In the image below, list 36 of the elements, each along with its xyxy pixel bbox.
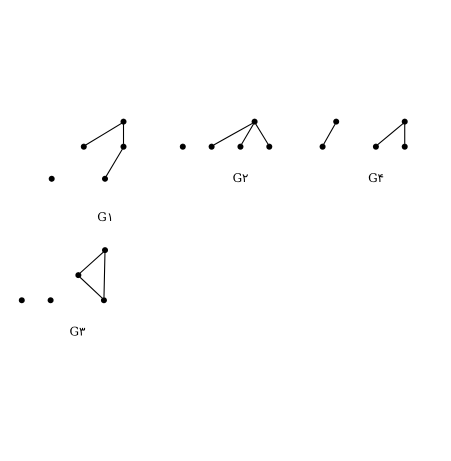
- node-circle: [252, 118, 258, 125]
- node-circle: [320, 144, 326, 150]
- node-circle: [102, 247, 108, 254]
- connector: [378, 123, 404, 145]
- label: G۳: [69, 324, 86, 338]
- connector: [103, 252, 106, 298]
- node-circle: [402, 144, 408, 150]
- node-circle: [120, 118, 127, 125]
- label: G۲: [232, 170, 248, 185]
- node-circle: [120, 144, 127, 150]
- node-circle: [18, 297, 25, 304]
- connector: [323, 124, 336, 144]
- node-circle: [75, 272, 82, 278]
- node-circle: [237, 144, 244, 150]
- node-circle: [80, 144, 87, 150]
- node-circle: [180, 144, 186, 150]
- connector: [80, 277, 102, 298]
- node-circle: [48, 297, 54, 304]
- connector: [106, 148, 123, 176]
- connector: [80, 252, 104, 274]
- node-circle: [372, 144, 379, 150]
- node-circle: [208, 144, 215, 150]
- label: G۴: [368, 170, 384, 185]
- connector: [86, 122, 122, 146]
- connector: [122, 124, 124, 144]
- node-circle: [402, 118, 408, 125]
- connector: [214, 122, 253, 146]
- node-circle: [100, 297, 107, 304]
- label: G۱: [97, 210, 113, 224]
- node-circle: [48, 176, 55, 182]
- connector: [241, 124, 254, 144]
- connector: [255, 124, 268, 144]
- node-circle: [333, 118, 340, 125]
- connector: [404, 124, 406, 144]
- node-circle: [266, 144, 272, 150]
- node-circle: [102, 176, 108, 182]
